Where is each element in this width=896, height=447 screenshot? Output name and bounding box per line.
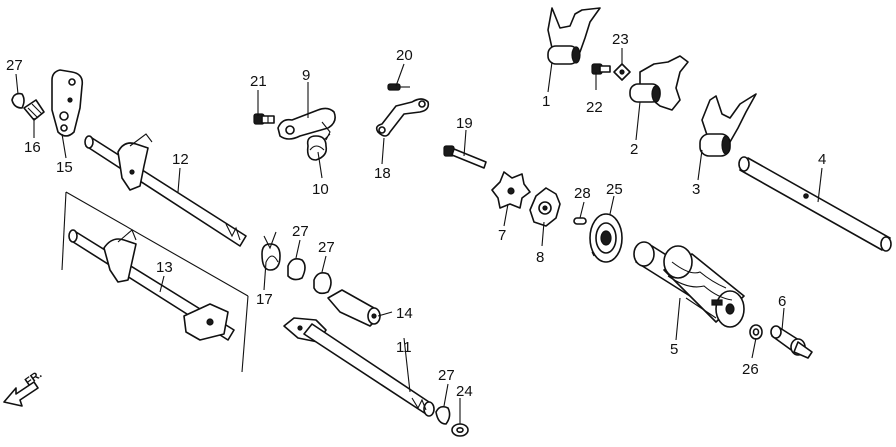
label-15: 15 — [56, 159, 73, 176]
label-28: 28 — [574, 185, 591, 202]
label-26: 26 — [742, 361, 759, 378]
label-3: 3 — [692, 181, 700, 198]
leader-lines — [15, 48, 823, 424]
label-6: 6 — [778, 293, 786, 310]
stopper-arm-9 — [277, 107, 336, 141]
gearshift-shaft-11 — [283, 317, 435, 417]
label-27d: 27 — [438, 367, 455, 384]
fork-shaft-4 — [738, 156, 892, 252]
direction-label: FR. — [23, 368, 44, 388]
gearshift-spindle-12 — [84, 133, 247, 247]
label-10: 10 — [312, 181, 329, 198]
circlip-27a — [11, 92, 25, 109]
bolt-22 — [591, 63, 611, 75]
circlip-27b — [287, 258, 306, 281]
bolt-21 — [253, 113, 275, 125]
label-16: 16 — [24, 139, 41, 156]
label-11: 11 — [396, 339, 412, 356]
drum-pin-6 — [770, 325, 813, 359]
label-5: 5 — [670, 341, 678, 358]
bearing-25 — [589, 213, 623, 263]
shift-fork-2 — [629, 55, 689, 111]
label-24: 24 — [456, 383, 473, 400]
label-4: 4 — [818, 151, 826, 168]
label-1: 1 — [542, 93, 550, 110]
label-17: 17 — [256, 291, 273, 308]
shift-star-7 — [491, 171, 531, 209]
return-spring-17 — [261, 231, 281, 271]
shift-arm-14 — [327, 289, 381, 327]
label-22: 22 — [586, 99, 603, 116]
label-27c: 27 — [318, 239, 335, 256]
part-labels: 1 2 3 4 5 6 7 8 9 10 11 12 13 14 15 16 1… — [6, 31, 826, 400]
front-arrow-icon — [3, 381, 39, 407]
label-12: 12 — [172, 151, 189, 168]
label-25: 25 — [606, 181, 623, 198]
roller-23 — [613, 63, 631, 81]
shift-fork-3 — [699, 93, 757, 157]
shift-drum-5 — [633, 241, 745, 328]
label-23: 23 — [612, 31, 629, 48]
front-direction-indicator: FR. — [3, 368, 44, 407]
label-18: 18 — [374, 165, 391, 182]
label-7: 7 — [498, 227, 506, 244]
pin-28 — [573, 217, 587, 225]
washer-24 — [451, 423, 469, 437]
label-14: 14 — [396, 305, 413, 322]
label-13: 13 — [156, 259, 173, 276]
circlip-27c — [313, 272, 332, 295]
stopper-spring-16 — [23, 99, 45, 121]
label-19: 19 — [456, 115, 473, 132]
label-9: 9 — [302, 67, 310, 84]
washer-26 — [749, 324, 763, 340]
label-21: 21 — [250, 73, 267, 90]
label-2: 2 — [630, 141, 638, 158]
shift-cam-8 — [529, 187, 561, 227]
label-27b: 27 — [292, 223, 309, 240]
label-27a: 27 — [6, 57, 23, 74]
screw-20 — [387, 83, 410, 91]
label-8: 8 — [536, 249, 544, 266]
bolt-19 — [443, 145, 487, 169]
spindle-assembly-13 — [61, 191, 249, 373]
return-spring-10 — [306, 133, 331, 161]
shift-fork-1 — [547, 7, 601, 65]
stopper-lever-15 — [51, 69, 84, 137]
circlip-27d — [435, 405, 451, 425]
drum-plate-18 — [375, 98, 430, 137]
label-20: 20 — [396, 47, 413, 64]
